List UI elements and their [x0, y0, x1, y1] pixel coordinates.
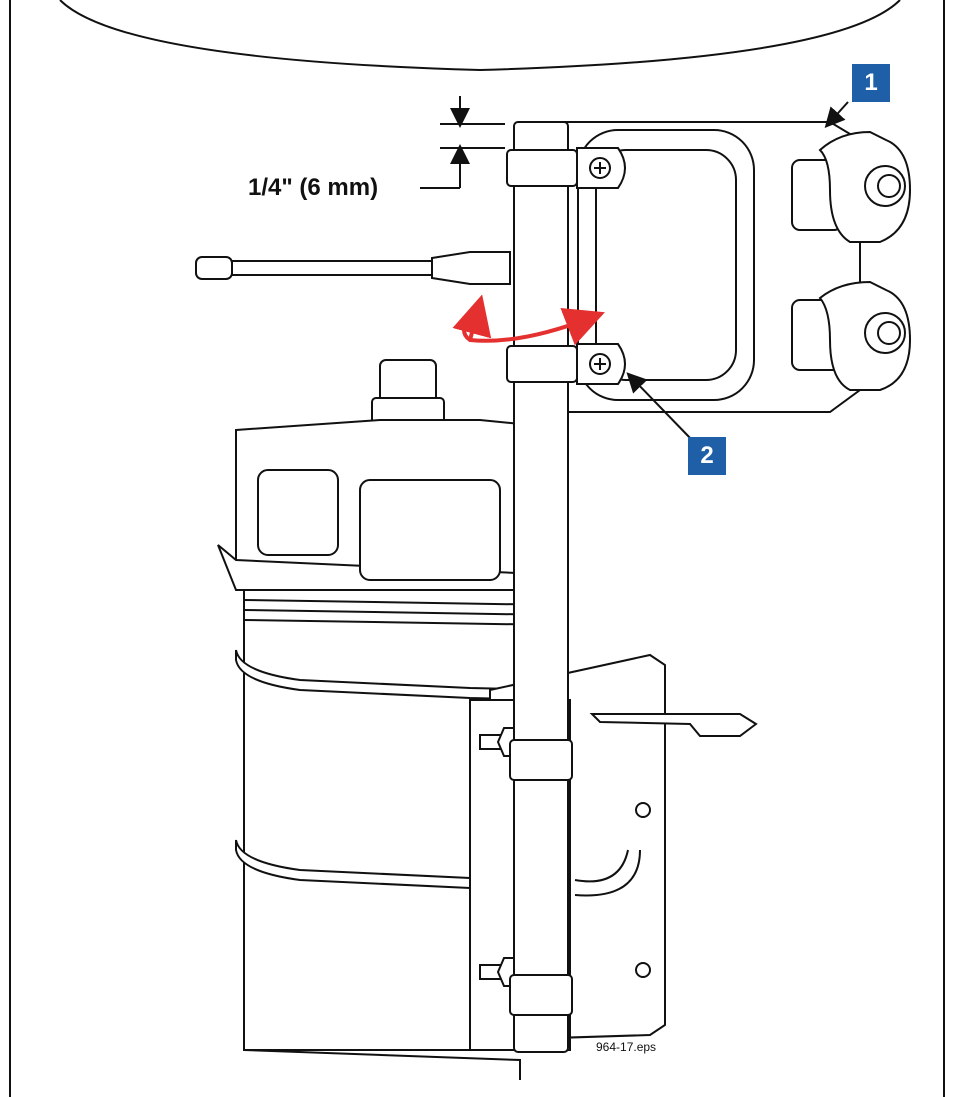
mast-collar-upper [509, 739, 573, 781]
filter-head [217, 359, 561, 591]
upper-connector [791, 130, 912, 243]
lower-connector [791, 280, 912, 391]
mast-pole [513, 121, 569, 1053]
figure-frame [9, 0, 945, 1097]
dimension-indicator [420, 96, 505, 189]
callout-2: 2 [688, 437, 726, 475]
dimension-label: 1/4" (6 mm) [248, 174, 379, 201]
callout-1: 1 [852, 64, 890, 102]
lower-clamp [506, 343, 626, 385]
rotation-arrow [452, 294, 605, 346]
file-name: 964-17.eps [596, 1040, 657, 1054]
callout-leader-2 [626, 372, 693, 441]
antenna [195, 251, 511, 285]
transmitter-housing [559, 121, 861, 413]
upper-clamp [506, 147, 626, 189]
callout-leader-1 [824, 101, 849, 128]
ceiling-outline [59, 0, 901, 72]
mast-collar-lower [509, 974, 573, 1016]
